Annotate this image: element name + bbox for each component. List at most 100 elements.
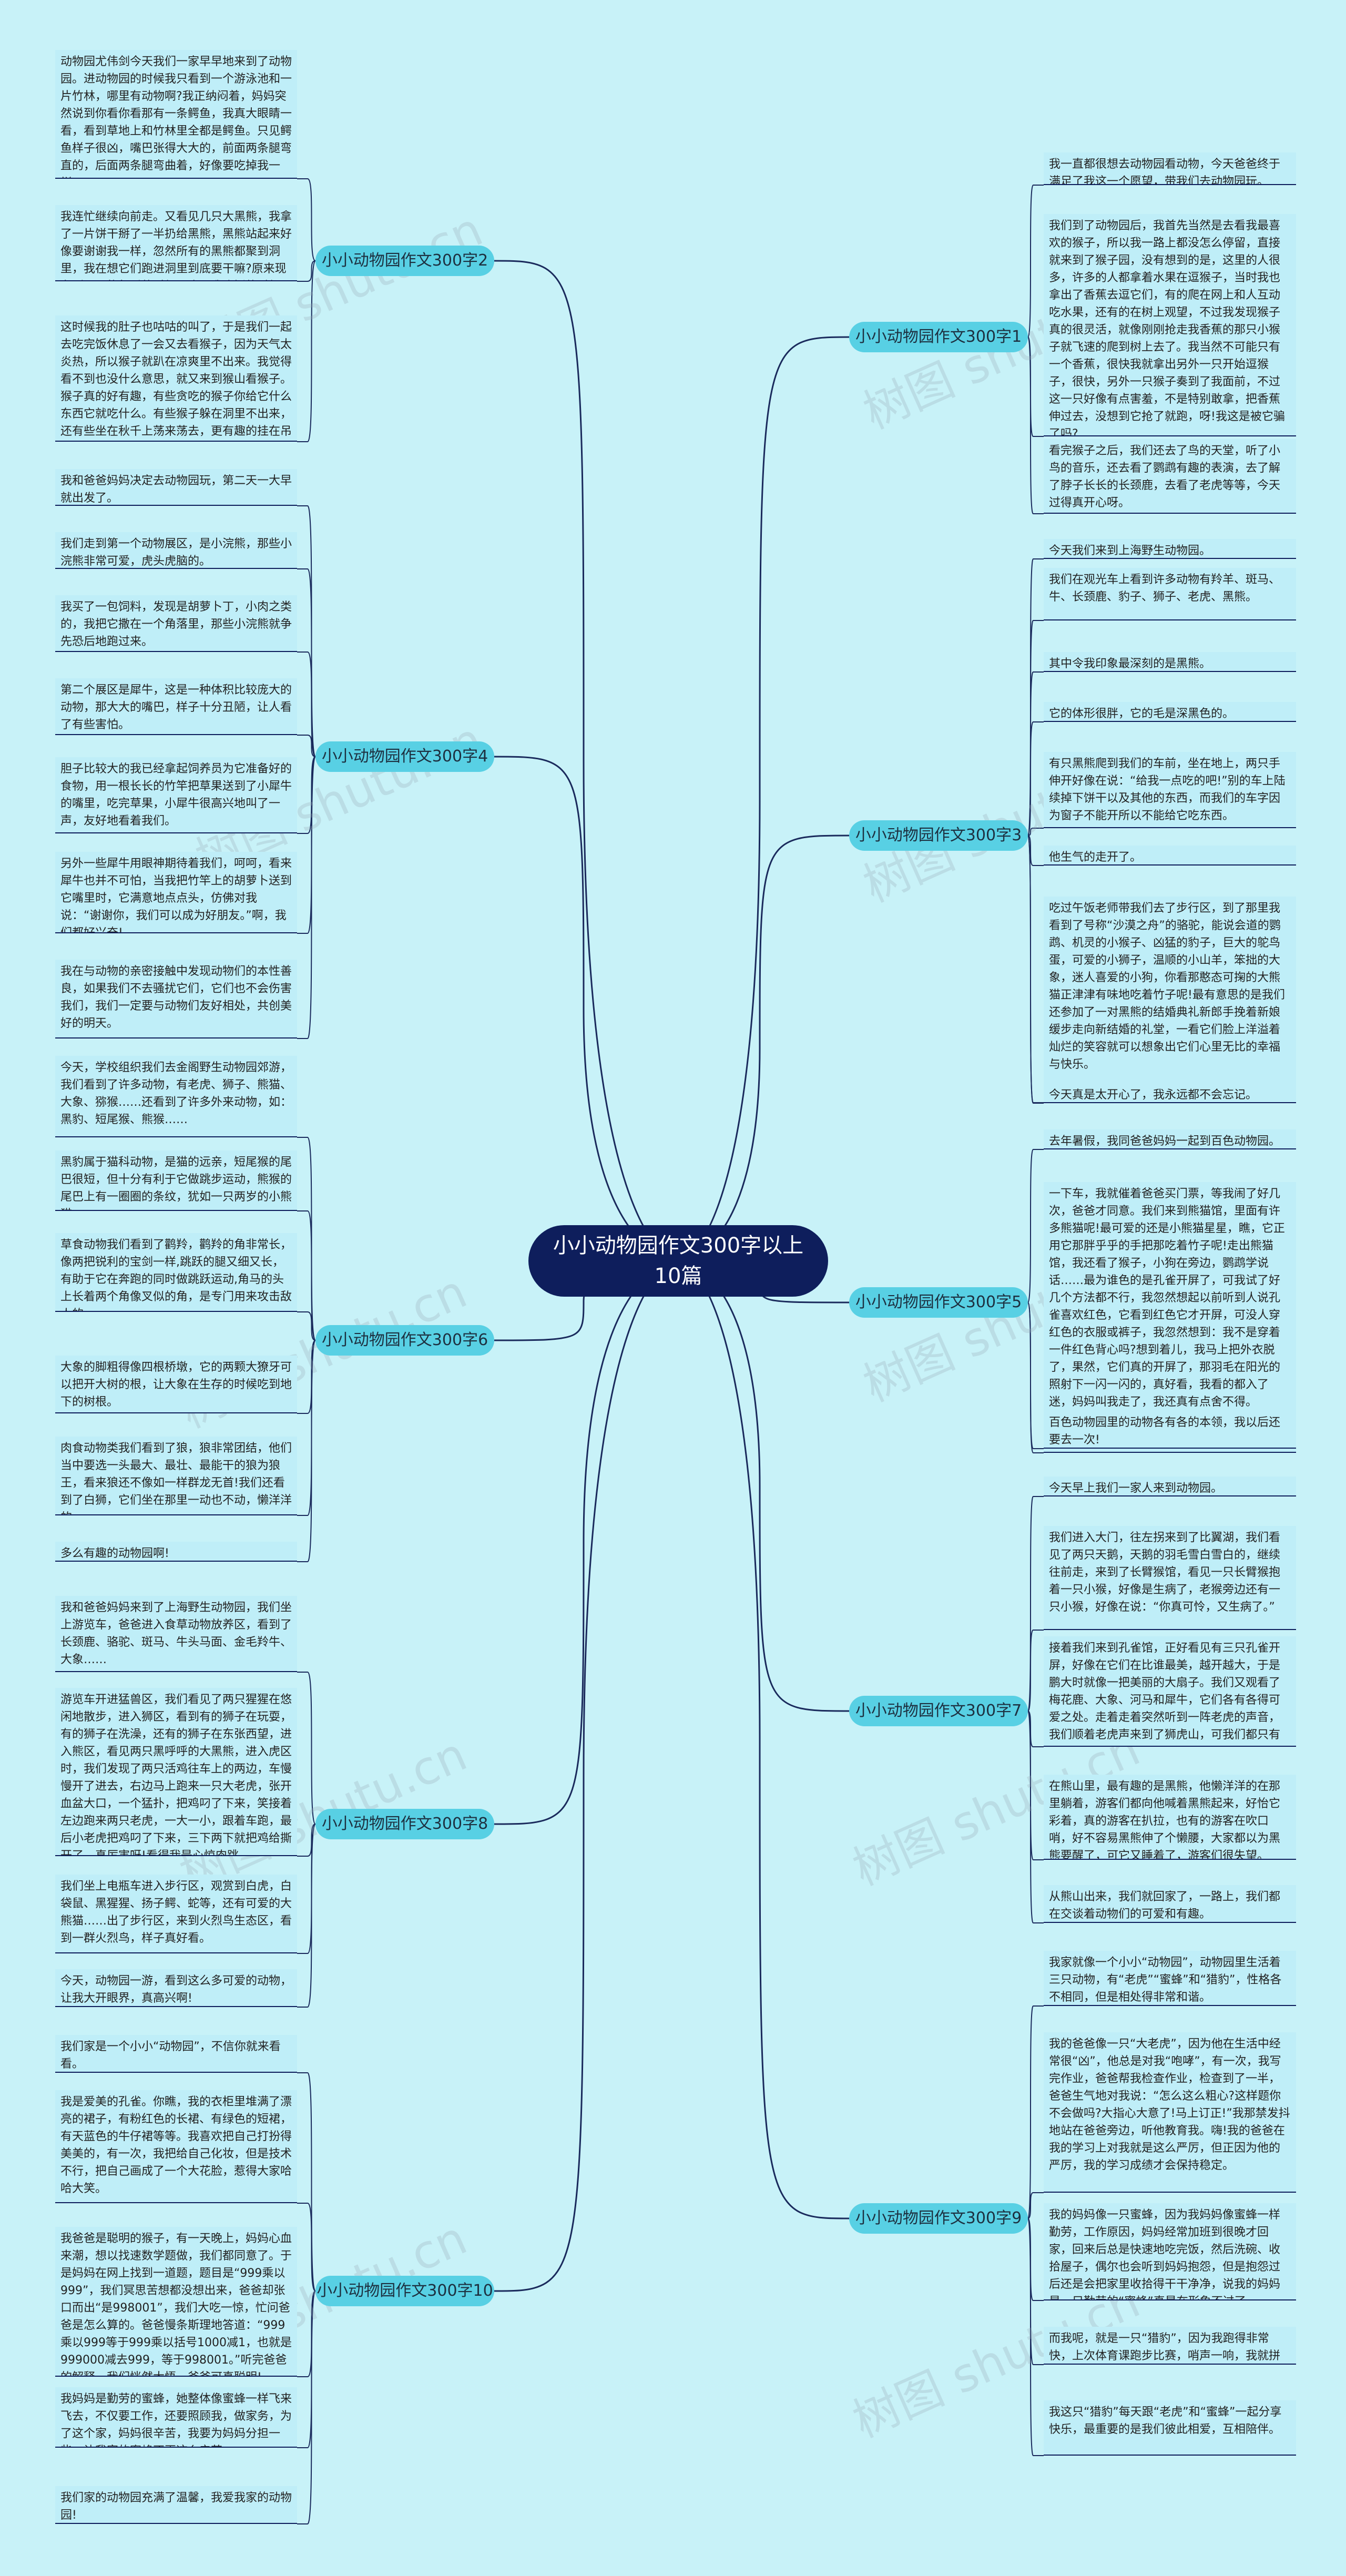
branch-topic-10[interactable]: 小小动物园作文300字10 (315, 2276, 494, 2306)
connector-line (297, 1672, 316, 1825)
branch-topic-8[interactable]: 小小动物园作文300字8 (315, 1809, 494, 1839)
connector-line (297, 568, 316, 757)
connector-line (1027, 828, 1044, 836)
leaf-text-3-6[interactable]: 他生气的走开了。 (1044, 846, 1296, 866)
leaf-text-7-3[interactable]: 接着我们来到孔雀馆，正好看见有三只孔雀开屏，好像在它们在比谁最美，越开越大，于是… (1044, 1636, 1296, 1747)
connector-line (297, 1824, 316, 2008)
leaf-text-7-5[interactable]: 从熊山出来，我们就回家了，一路上，我们都在交谈着动物们的可爱和有趣。 (1044, 1885, 1296, 1923)
leaf-text-4-1[interactable]: 我和爸爸妈妈决定去动物园玩，第二天一大早就出发了。 (55, 469, 297, 506)
leaf-text-6-1[interactable]: 今天，学校组织我们去金阁野生动物园郊游，我们看到了许多动物，有老虎、狮子、熊猫、… (55, 1056, 297, 1137)
leaf-text-3-8[interactable]: 今天真是太开心了，我永远都不会忘记。 (1044, 1083, 1296, 1103)
leaf-text-10-2[interactable]: 我是爱美的孔雀。你瞧，我的衣柜里堆满了漂亮的裙子，有粉红色的长裙、有绿色的短裙，… (55, 2090, 297, 2203)
connector-line (1027, 1710, 1044, 1923)
leaf-text-6-3[interactable]: 草食动物我们看到了鹳羚，鹳羚的角非常长，像两把锐利的宝剑一样,跳跃的腿又细又长，… (55, 1233, 297, 1312)
connector-line (297, 2072, 316, 2292)
branch-topic-9[interactable]: 小小动物园作文300字9 (849, 2203, 1028, 2234)
connector-line (297, 260, 316, 282)
connector-line (494, 756, 679, 1262)
leaf-text-10-5[interactable]: 我们家的动物园充满了温馨，我爱我家的动物园! (55, 2486, 297, 2524)
connector-line (494, 1260, 679, 1825)
leaf-text-6-4[interactable]: 大象的脚粗得像四根桥墩，它的两颗大獠牙可以把开大树的根，让大象在生存的时候吃到地… (55, 1356, 297, 1413)
leaf-text-3-2[interactable]: 我们在观光车上看到许多动物有羚羊、斑马、牛、长颈鹿、豹子、狮子、老虎、黑熊。 (1044, 568, 1296, 620)
leaf-text-9-1[interactable]: 我家就像一个小小“动物园”，动物园里生活着三只动物，有“老虎”“蜜蜂”和“猎豹”… (1044, 1951, 1296, 2006)
connector-line (297, 178, 316, 261)
branch-topic-7[interactable]: 小小动物园作文300字7 (849, 1696, 1028, 1726)
leaf-text-5-1[interactable]: 去年暑假，我同爸爸妈妈一起到百色动物园。 (1044, 1129, 1296, 1149)
connector-line (297, 260, 316, 442)
leaf-text-3-4[interactable]: 它的体形很胖，它的毛是深黑色的。 (1044, 702, 1296, 722)
leaf-text-7-4[interactable]: 在熊山里，最有趣的是黑熊，他懒洋洋的在那里躺着，游客们都向他喊着黑熊起来，好怡它… (1044, 1775, 1296, 1860)
connector-line (297, 1824, 316, 1857)
connector-line (1027, 1149, 1044, 1303)
root-topic[interactable]: 小小动物园作文300字以上10篇 (528, 1225, 828, 1297)
leaf-text-1-2[interactable]: 我们到了动物园后，我首先当然是去看我最喜欢的猴子，所以我一路上都没怎么停留，直接… (1044, 214, 1296, 436)
leaf-text-4-5[interactable]: 胆子比较大的我已经拿起饲养员为它准备好的食物，用一根长长的竹竿把草果送到了小犀牛… (55, 757, 297, 833)
connector-line (678, 1260, 850, 2219)
leaf-text-6-6[interactable]: 多么有趣的动物园啊! (55, 1542, 297, 1562)
connector-line (297, 1311, 316, 1341)
connector-line (678, 834, 850, 1262)
leaf-text-3-3[interactable]: 其中令我印象最深刻的是黑熊。 (1044, 652, 1296, 672)
leaf-text-4-2[interactable]: 我们走到第一个动物展区，是小浣熊，那些小浣熊非常可爱，虎头虎脑的。 (55, 532, 297, 569)
connector-line (678, 1260, 850, 1712)
connector-line (297, 756, 316, 1039)
connector-line (1027, 835, 1044, 1104)
leaf-text-10-1[interactable]: 我们家是一个小小“动物园”，不信你就来看看。 (55, 2035, 297, 2073)
leaf-text-5-3[interactable]: 百色动物园里的动物各有各的本领，我以后还要去一次! (1044, 1411, 1296, 1449)
leaf-text-9-4[interactable]: 而我呢，就是一只“猎豹”，因为我跑得非常快，上次体育课跑步比赛，哨声一响，我就拼… (1044, 2327, 1296, 2365)
connector-line (1027, 1630, 1044, 1712)
leaf-text-6-2[interactable]: 黑豹属于猫科动物，是猫的远亲，短尾猴的尾巴很短，但十分有利于它做跳步运动，熊猴的… (55, 1150, 297, 1211)
leaf-text-8-1[interactable]: 我和爸爸妈妈来到了上海野生动物园，我们坐上游览车，爸爸进入食草动物放养区，看到了… (55, 1596, 297, 1672)
leaf-text-9-2[interactable]: 我的爸爸像一只“大老虎”，因为他在生活中经常很“凶”，他总是对我“咆哮”，有一次… (1044, 2032, 1296, 2193)
leaf-text-8-2[interactable]: 游览车开进猛兽区，我们看见了两只猩猩在悠闲地散步，进入狮区，看到有的狮子在玩耍，… (55, 1688, 297, 1856)
leaf-text-2-2[interactable]: 我连忙继续向前走。又看见几只大黑熊，我拿了一片饼干掰了一半扔给黑熊，黑熊站起来好… (55, 205, 297, 281)
branch-topic-5[interactable]: 小小动物园作文300字5 (849, 1287, 1028, 1318)
leaf-text-4-4[interactable]: 第二个展区是犀牛，这是一种体积比较庞大的动物，那大大的嘴巴，样子十分丑陋，让人看… (55, 678, 297, 735)
connector-line (297, 651, 316, 757)
connector-line (297, 505, 316, 757)
connector-line (1027, 185, 1044, 338)
leaf-text-4-6[interactable]: 另外一些犀牛用眼神期待着我们，呵呵，看来犀牛也并不可怕，当我把竹竿上的胡萝卜送到… (55, 852, 297, 933)
connector-line (297, 1210, 316, 1341)
branch-topic-2[interactable]: 小小动物园作文300字2 (315, 246, 494, 276)
connector-line (1027, 337, 1044, 514)
leaf-text-9-3[interactable]: 我的妈妈像一只蜜蜂，因为我妈妈像蜜蜂一样勤劳，工作原因，妈妈经常加班到很晚才回家… (1044, 2203, 1296, 2300)
connector-line (297, 1340, 316, 1562)
leaf-text-1-1[interactable]: 我一直都很想去动物园看动物，今天爸爸终于满足了我这一个愿望，带我们去动物园玩。 (1044, 152, 1296, 185)
connector-line (678, 336, 850, 1262)
branch-topic-6[interactable]: 小小动物园作文300字6 (315, 1325, 494, 1356)
connector-line (1027, 835, 1044, 866)
leaf-text-9-5[interactable]: 我这只“猎豹”每天跟“老虎”和“蜜蜂”一起分享快乐，最重要的是我们彼此相爱，互相… (1044, 2400, 1296, 2456)
branch-topic-1[interactable]: 小小动物园作文300字1 (849, 322, 1028, 352)
connector-line (1027, 2005, 1044, 2219)
leaf-text-10-4[interactable]: 我妈妈是勤劳的蜜蜂，她整体像蜜蜂一样飞来飞去，不仅要工作，还要照顾我，做家务，为… (55, 2387, 297, 2448)
leaf-text-8-4[interactable]: 今天，动物园一游，看到这么多可爱的动物，让我大开眼界，真高兴啊! (55, 1969, 297, 2007)
leaf-text-10-3[interactable]: 我爸爸是聪明的猴子，有一天晚上，妈妈心血来潮，想以找速数学题做，我们都同意了。于… (55, 2227, 297, 2377)
connector-line (1027, 2192, 1044, 2219)
leaf-text-1-3[interactable]: 看完猴子之后，我们还去了鸟的天堂，听了小鸟的音乐，还去看了鹦鹉有趣的表演，去了解… (1044, 439, 1296, 514)
branch-topic-3[interactable]: 小小动物园作文300字3 (849, 820, 1028, 851)
connector-line (297, 735, 316, 757)
connector-line (1027, 1302, 1044, 1449)
leaf-text-2-3[interactable]: 这时候我的肚子也咕咕的叫了，于是我们一起去吃完饭休息了一会又去看猴子，因为天气太… (55, 315, 297, 442)
connector-line (297, 2203, 316, 2292)
connector-line (1027, 2218, 1044, 2456)
leaf-text-4-7[interactable]: 我在与动物的亲密接触中发现动物们的本性善良，如果我们不去骚扰它们，它们也不会伤害… (55, 960, 297, 1038)
leaf-text-7-1[interactable]: 今天早上我们一家人来到动物园。 (1044, 1477, 1296, 1496)
connector-line (494, 260, 679, 1262)
branch-topic-4[interactable]: 小小动物园作文300字4 (315, 741, 494, 772)
leaf-text-7-2[interactable]: 我们进入大门，往左拐来到了比翼湖，我们看见了两只天鹅，天鹅的羽毛雪白雪白的，继续… (1044, 1526, 1296, 1630)
leaf-text-4-3[interactable]: 我买了一包饲料，发现是胡萝卜丁，小肉之类的，我把它撒在一个角落里，那些小浣熊就争… (55, 595, 297, 652)
leaf-text-3-5[interactable]: 有只黑熊爬到我们的车前，坐在地上，两只手伸开好像在说：“给我一点吃的吧!”别的车… (1044, 752, 1296, 828)
leaf-text-5-2[interactable]: 一下车，我就催着爸爸买门票，等我闹了好几次，爸爸才同意。我们来到熊猫馆，里面有许… (1044, 1182, 1296, 1453)
connector-line (494, 1260, 679, 2292)
leaf-text-3-1[interactable]: 今天我们来到上海野生动物园。 (1044, 539, 1296, 559)
leaf-text-3-7[interactable]: 吃过午饭老师带我们去了步行区，到了那里我看到了号称“沙漠之舟”的骆驼，能说会道的… (1044, 897, 1296, 1103)
connector-line (297, 2290, 316, 2524)
leaf-text-6-5[interactable]: 肉食动物类我们看到了狼，狼非常团结，他们当中要选一头最大、最壮、最能干的狼为狼王… (55, 1437, 297, 1515)
connector-line (297, 1137, 316, 1341)
leaf-text-2-1[interactable]: 动物园尤伟剑今天我们一家早早地来到了动物园。进动物园的时候我只看到一个游泳池和一… (55, 50, 297, 179)
connector-line (1027, 721, 1044, 836)
leaf-text-8-3[interactable]: 我们坐上电瓶车进入步行区，观赏到白虎，白袋鼠、黑猩猩、扬子鳄、蛇等，还有可爱的大… (55, 1875, 297, 1953)
